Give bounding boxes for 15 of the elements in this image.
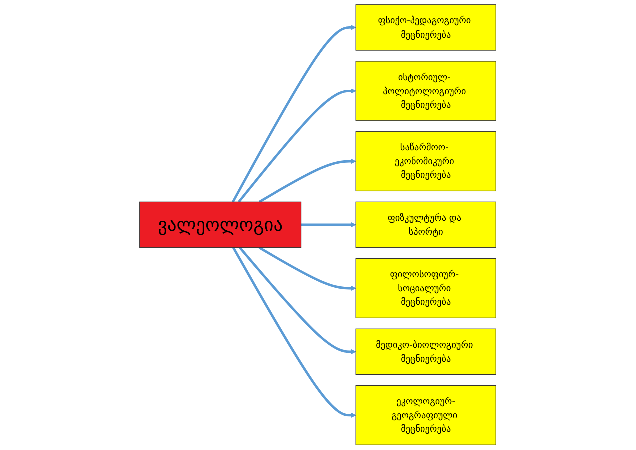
arrow — [238, 88, 356, 203]
node-box: მედიკო-ბიოლოგიური მეცნიერება — [356, 328, 496, 376]
arrow — [301, 222, 356, 228]
arrow — [232, 25, 356, 203]
node-box: ფსიქო-პედაგოგიური მეცნიერება — [356, 4, 496, 51]
node-box: ფიზკულტურა და სპორტი — [356, 202, 496, 248]
arrow — [258, 158, 356, 204]
arrow — [258, 246, 356, 292]
node-box: ვალეოლოგია — [140, 202, 302, 248]
arrow — [232, 247, 356, 418]
node-box: საწარმოო- ეკონომიკური მეცნიერება — [356, 132, 496, 192]
arrow — [239, 247, 356, 355]
node-box: ეკოლოგიურ-გეოგრაფიული მეცნიერება — [356, 385, 496, 446]
node-box: ისტორიულ- პოლიტოლოგიური მეცნიერება — [356, 61, 496, 122]
node-box: ფილოსოფიურ- სოციალური მეცნიერება — [356, 258, 496, 318]
